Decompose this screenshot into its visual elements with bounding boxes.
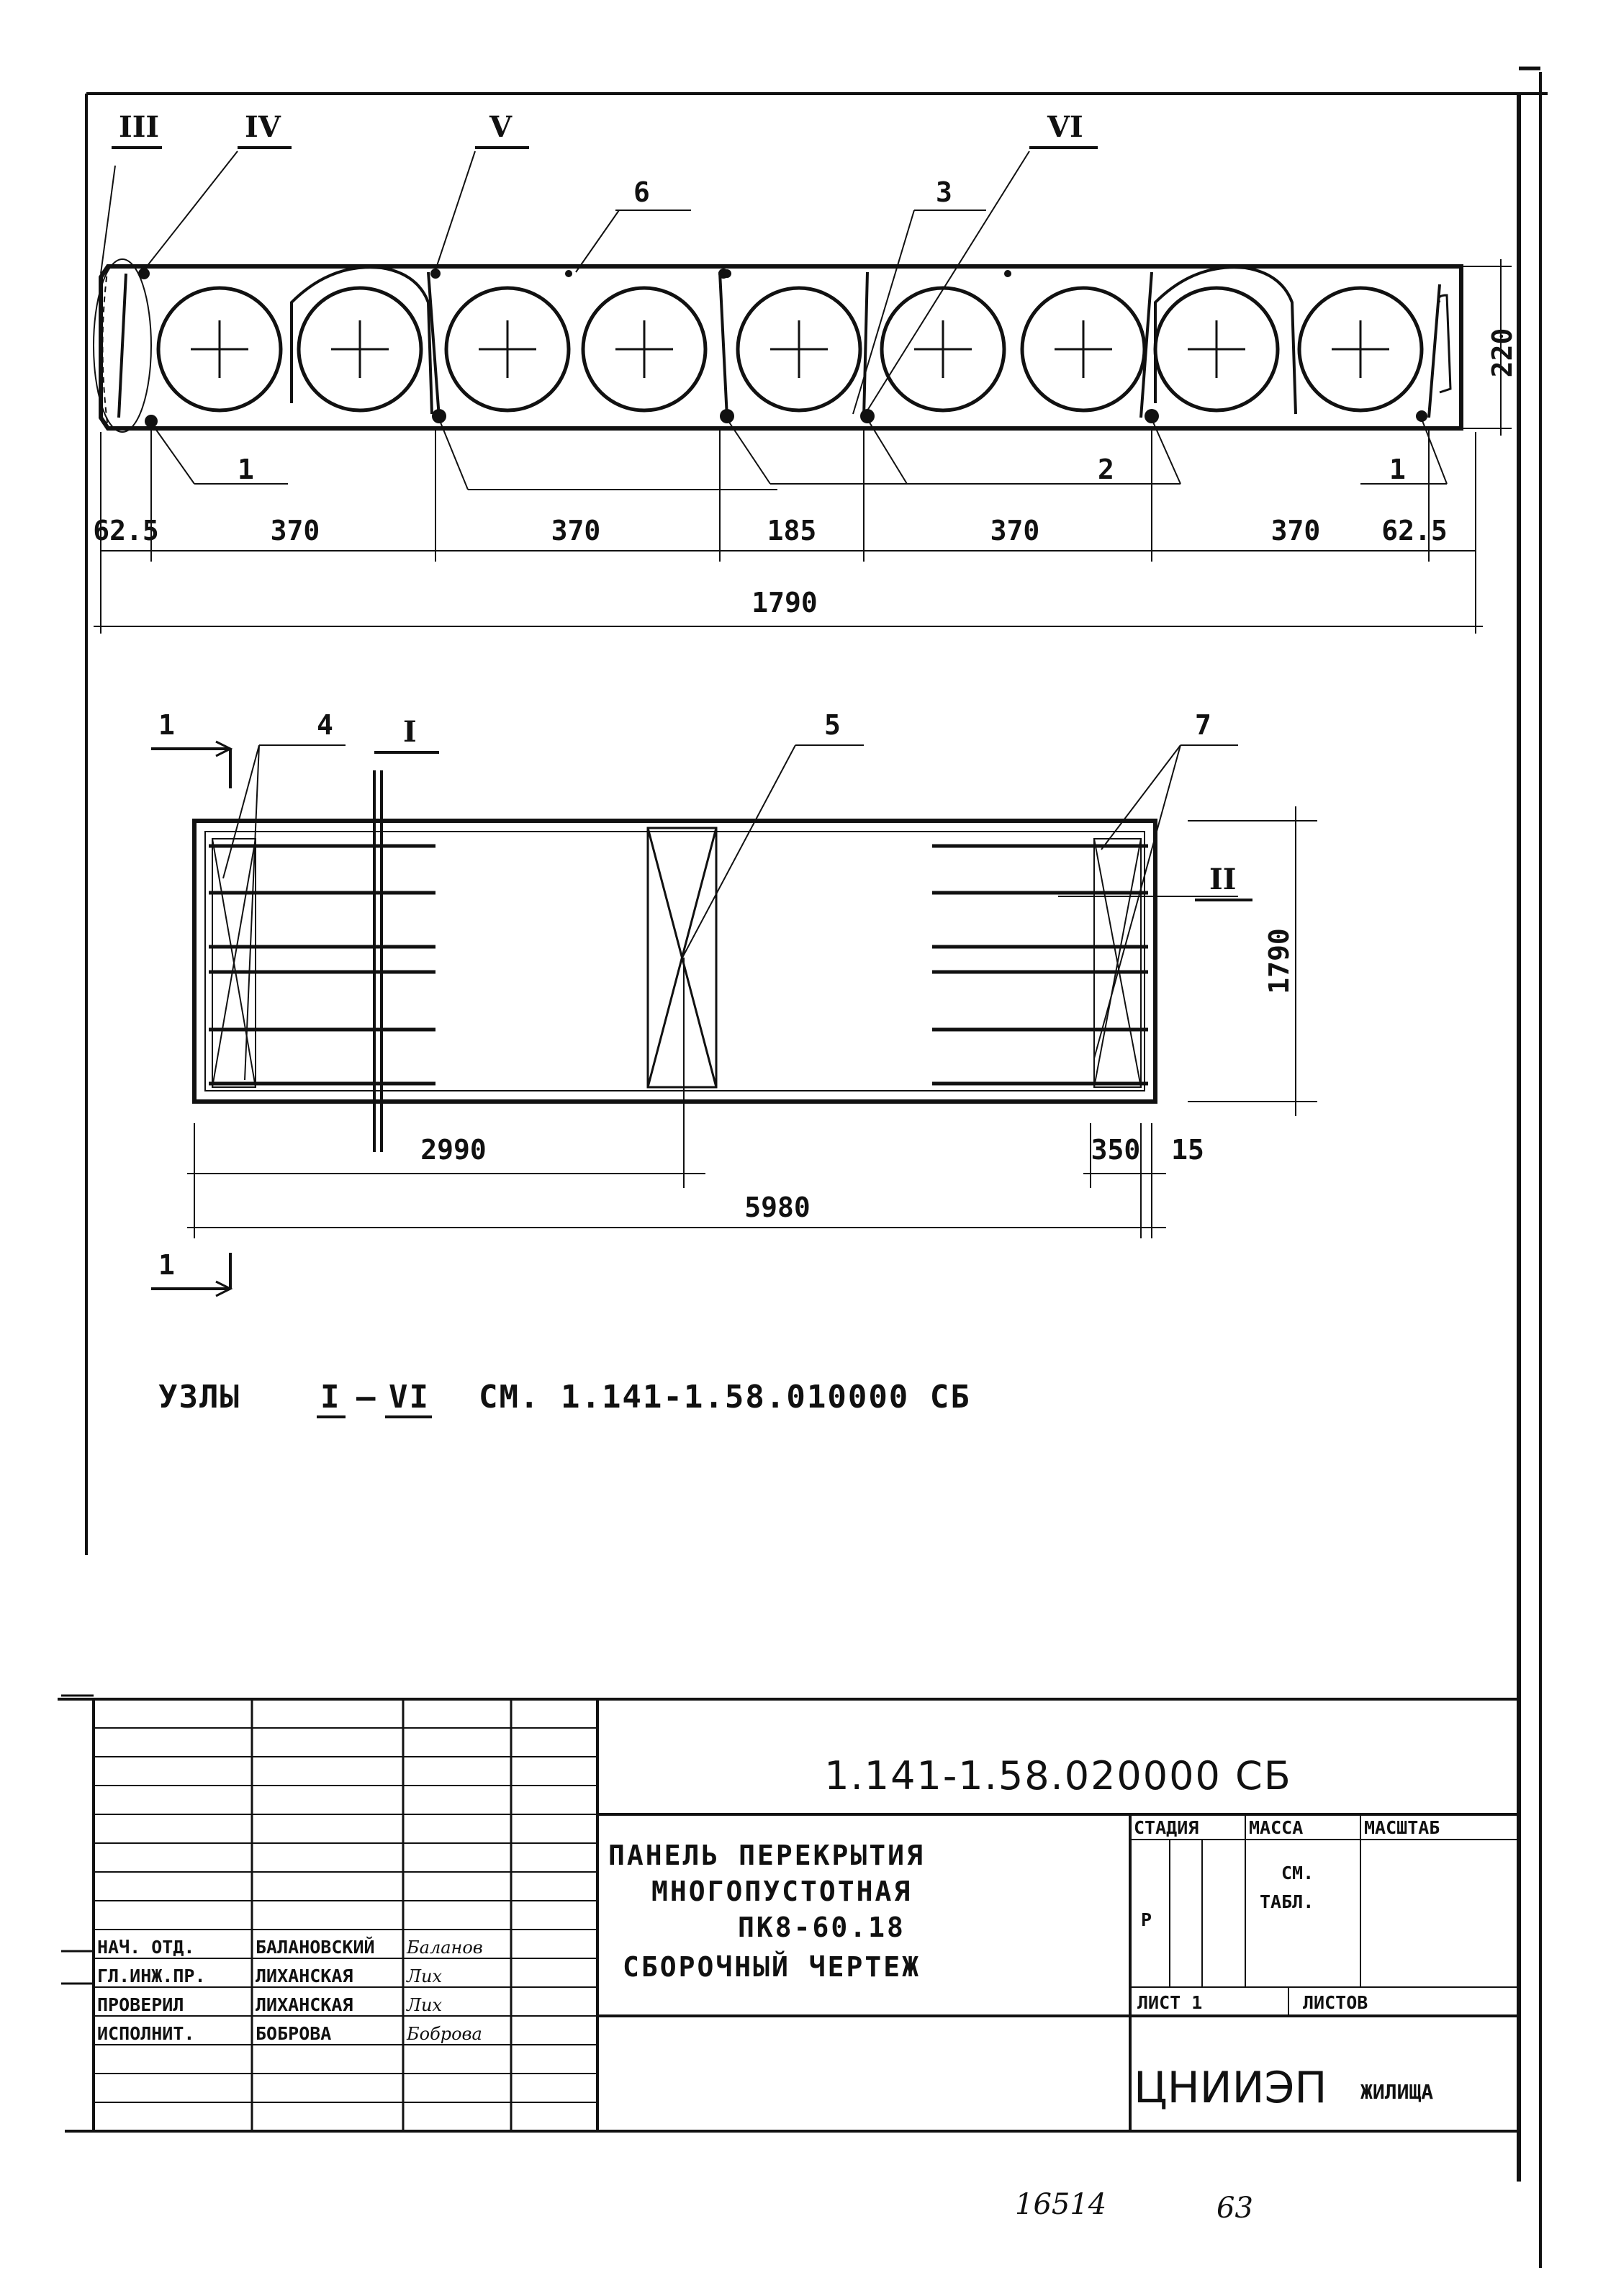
- sheets-label: ЛИСТОВ: [1303, 1992, 1368, 2013]
- node-II-mark: [1058, 896, 1252, 901]
- signature-4: Боброва: [406, 2024, 482, 2044]
- svg-text:220: 220: [1486, 328, 1518, 378]
- mass-value-2: ТАБЛ.: [1260, 1891, 1314, 1912]
- callout-1-left: 1: [152, 424, 288, 485]
- org-subname: ЖИЛИЩА: [1360, 2080, 1433, 2104]
- reinforcement-loops: [117, 266, 1441, 418]
- callout-5: [682, 744, 864, 958]
- callout-1-right: 1: [1360, 418, 1448, 485]
- dim-15: 15: [1171, 1134, 1204, 1166]
- inventory-number: 16514: [1015, 2188, 1106, 2221]
- sheet-frame: [58, 66, 1548, 2268]
- title-block: 1.141-1.58.020000 СБ НАЧ. ОТД. ГЛ.ИНЖ.ПР…: [92, 1699, 1519, 2131]
- svg-text:1: 1: [1389, 454, 1406, 485]
- title-line-2: МНОГОПУСТОТНАЯ: [651, 1876, 912, 1907]
- role-head-dept: НАЧ. ОТД.: [97, 1937, 194, 1958]
- node-mark-V: V: [435, 110, 529, 271]
- dim-height-220: 220: [1461, 259, 1518, 436]
- dim-62-5-right: 62.5: [1381, 515, 1448, 546]
- svg-text:3: 3: [936, 176, 952, 208]
- plan-void-lines: [209, 844, 1148, 1086]
- dim-plan-row: [187, 958, 1166, 1238]
- role-checked: ПРОВЕРИЛ: [97, 1994, 184, 2015]
- callout-4: [222, 744, 346, 1081]
- panel-plan-outline: [192, 819, 1157, 1104]
- callout-3: 3: [852, 176, 986, 415]
- svg-text:УЗЛЫ: УЗЛЫ: [158, 1379, 240, 1415]
- node-mark-III: III: [100, 110, 162, 274]
- role-chief-engineer: ГЛ.ИНЖ.ПР.: [97, 1966, 206, 1986]
- callout-5-label: 5: [824, 709, 841, 741]
- title-line-4: СБОРОЧНЫЙ ЧЕРТЕЖ: [623, 1951, 921, 1983]
- stage-value: Р: [1141, 1909, 1152, 1930]
- svg-text:6: 6: [633, 176, 650, 208]
- callout-6: 6: [575, 176, 691, 273]
- dim-370-c: 370: [990, 515, 1040, 546]
- dim-185: 185: [767, 515, 817, 546]
- mass-value-1: СМ.: [1281, 1863, 1314, 1883]
- title-line-1: ПАНЕЛЬ ПЕРЕКРЫТИЯ: [608, 1840, 925, 1871]
- dim-370-b: 370: [551, 515, 601, 546]
- section-marker-bottom: [151, 1253, 233, 1297]
- node-I-cut: [373, 751, 439, 1152]
- name-checked: ЛИХАНСКАЯ: [256, 1994, 353, 2015]
- plan-right-rebar: [1093, 838, 1142, 1088]
- svg-text:VI: VI: [389, 1379, 430, 1415]
- dim-370-a: 370: [271, 515, 320, 546]
- name-executor: БОБРОВА: [256, 2023, 331, 2044]
- section-marker-top: [151, 740, 233, 788]
- node-II-label: II: [1209, 863, 1236, 896]
- dim-1790-width: 1790: [751, 587, 818, 618]
- dim-62-5-left: 62.5: [93, 515, 159, 546]
- nodes-reference-note: УЗЛЫ I – VI СМ. 1.141-1.58.010000 СБ: [158, 1379, 971, 1418]
- dim-1790-plan: 1790: [1263, 928, 1295, 994]
- node-mark-VI: VI: [863, 110, 1098, 417]
- svg-text:VI: VI: [1047, 110, 1083, 144]
- callout-7-label: 7: [1195, 709, 1211, 741]
- svg-text:I: I: [320, 1379, 341, 1415]
- dim-2990: 2990: [420, 1134, 487, 1166]
- dim-5980: 5980: [744, 1192, 811, 1223]
- page-number: 63: [1216, 2192, 1253, 2225]
- hollow-voids: [156, 286, 1424, 413]
- plan-center-mesh: [646, 827, 718, 1089]
- section-label-top: 1: [158, 709, 175, 741]
- section-label-bottom: 1: [158, 1249, 175, 1281]
- plan-view: 1 1: [151, 709, 1317, 1297]
- svg-text:СМ. 1.141-1.58.010000 СБ: СМ. 1.141-1.58.010000 СБ: [479, 1379, 971, 1415]
- name-head-dept: БАЛАНОВСКИЙ: [256, 1937, 375, 1958]
- stage-label: СТАДИЯ: [1134, 1817, 1199, 1838]
- svg-text:V: V: [489, 110, 513, 144]
- callout-7: [1093, 744, 1238, 1059]
- dim-350: 350: [1091, 1134, 1141, 1166]
- svg-text:1: 1: [238, 454, 254, 485]
- dim-370-d: 370: [1271, 515, 1321, 546]
- svg-text:2: 2: [1098, 454, 1114, 485]
- org-name: ЦНИИЭП: [1134, 2063, 1327, 2113]
- dim-plan-height: [1188, 806, 1317, 1116]
- callout-4-label: 4: [317, 709, 333, 741]
- role-executor: ИСПОЛНИТ.: [97, 2023, 194, 2044]
- title-line-3: ПК8-60.18: [738, 1912, 906, 1943]
- cross-section: III IV V VI 6 3: [93, 110, 1518, 634]
- document-code: 1.141-1.58.020000 СБ: [824, 1753, 1292, 1798]
- svg-text:–: –: [356, 1379, 377, 1415]
- signature-2: Лих: [406, 1966, 442, 1986]
- callout-2: 2: [438, 418, 1181, 490]
- mass-label: МАССА: [1249, 1817, 1303, 1838]
- rebar-dots: [138, 268, 1427, 428]
- signature-1: Баланов: [406, 1937, 483, 1958]
- scale-label: МАСШТАБ: [1364, 1817, 1440, 1838]
- node-mark-IV: IV: [143, 110, 292, 271]
- dim-row-section: [100, 428, 1476, 634]
- name-chief-engineer: ЛИХАНСКАЯ: [256, 1966, 353, 1986]
- signature-3: Лих: [406, 1995, 442, 2015]
- svg-text:IV: IV: [245, 110, 281, 144]
- svg-text:III: III: [119, 110, 159, 144]
- node-I-label: I: [403, 715, 417, 749]
- sheet-label: ЛИСТ 1: [1137, 1992, 1202, 2013]
